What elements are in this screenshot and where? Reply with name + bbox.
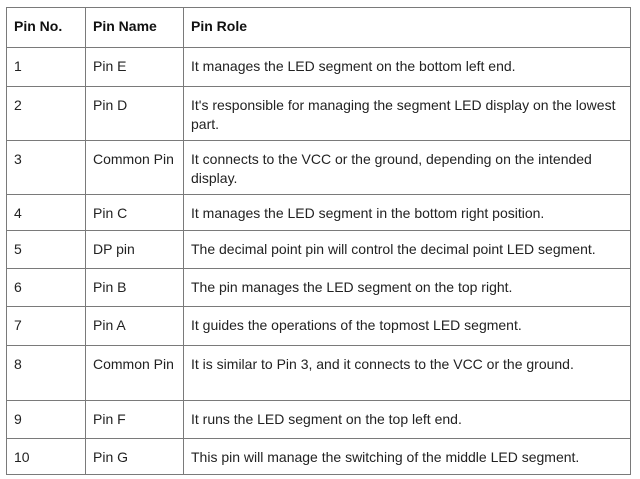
- table-header-row: Pin No. Pin Name Pin Role: [6, 7, 631, 48]
- cell-pin-role: It connects to the VCC or the ground, de…: [183, 140, 631, 195]
- cell-pin-role: This pin will manage the switching of th…: [183, 438, 631, 475]
- cell-pin-no: 2: [6, 86, 86, 141]
- cell-pin-role: It guides the operations of the topmost …: [183, 306, 631, 346]
- cell-pin-role: The decimal point pin will control the d…: [183, 230, 631, 269]
- cell-pin-role: It manages the LED segment on the bottom…: [183, 47, 631, 87]
- cell-pin-name: Pin A: [85, 306, 184, 346]
- header-pin-role: Pin Role: [183, 7, 631, 48]
- cell-pin-name: Common Pin: [85, 140, 184, 195]
- cell-pin-role: It manages the LED segment in the bottom…: [183, 194, 631, 231]
- cell-pin-role: It's responsible for managing the segmen…: [183, 86, 631, 141]
- header-pin-name: Pin Name: [85, 7, 184, 48]
- cell-pin-no: 10: [6, 438, 86, 475]
- cell-pin-name: Common Pin: [85, 345, 184, 401]
- cell-pin-name: DP pin: [85, 230, 184, 269]
- cell-pin-no: 7: [6, 306, 86, 346]
- cell-pin-name: Pin E: [85, 47, 184, 87]
- cell-pin-no: 9: [6, 400, 86, 439]
- header-pin-no: Pin No.: [6, 7, 86, 48]
- cell-pin-no: 4: [6, 194, 86, 231]
- cell-pin-role: It is similar to Pin 3, and it connects …: [183, 345, 631, 401]
- cell-pin-role: The pin manages the LED segment on the t…: [183, 268, 631, 307]
- cell-pin-name: Pin G: [85, 438, 184, 475]
- cell-pin-name: Pin C: [85, 194, 184, 231]
- cell-pin-no: 5: [6, 230, 86, 269]
- cell-pin-no: 1: [6, 47, 86, 87]
- cell-pin-role: It runs the LED segment on the top left …: [183, 400, 631, 439]
- cell-pin-name: Pin B: [85, 268, 184, 307]
- cell-pin-name: Pin F: [85, 400, 184, 439]
- cell-pin-name: Pin D: [85, 86, 184, 141]
- cell-pin-no: 6: [6, 268, 86, 307]
- cell-pin-no: 3: [6, 140, 86, 195]
- cell-pin-no: 8: [6, 345, 86, 401]
